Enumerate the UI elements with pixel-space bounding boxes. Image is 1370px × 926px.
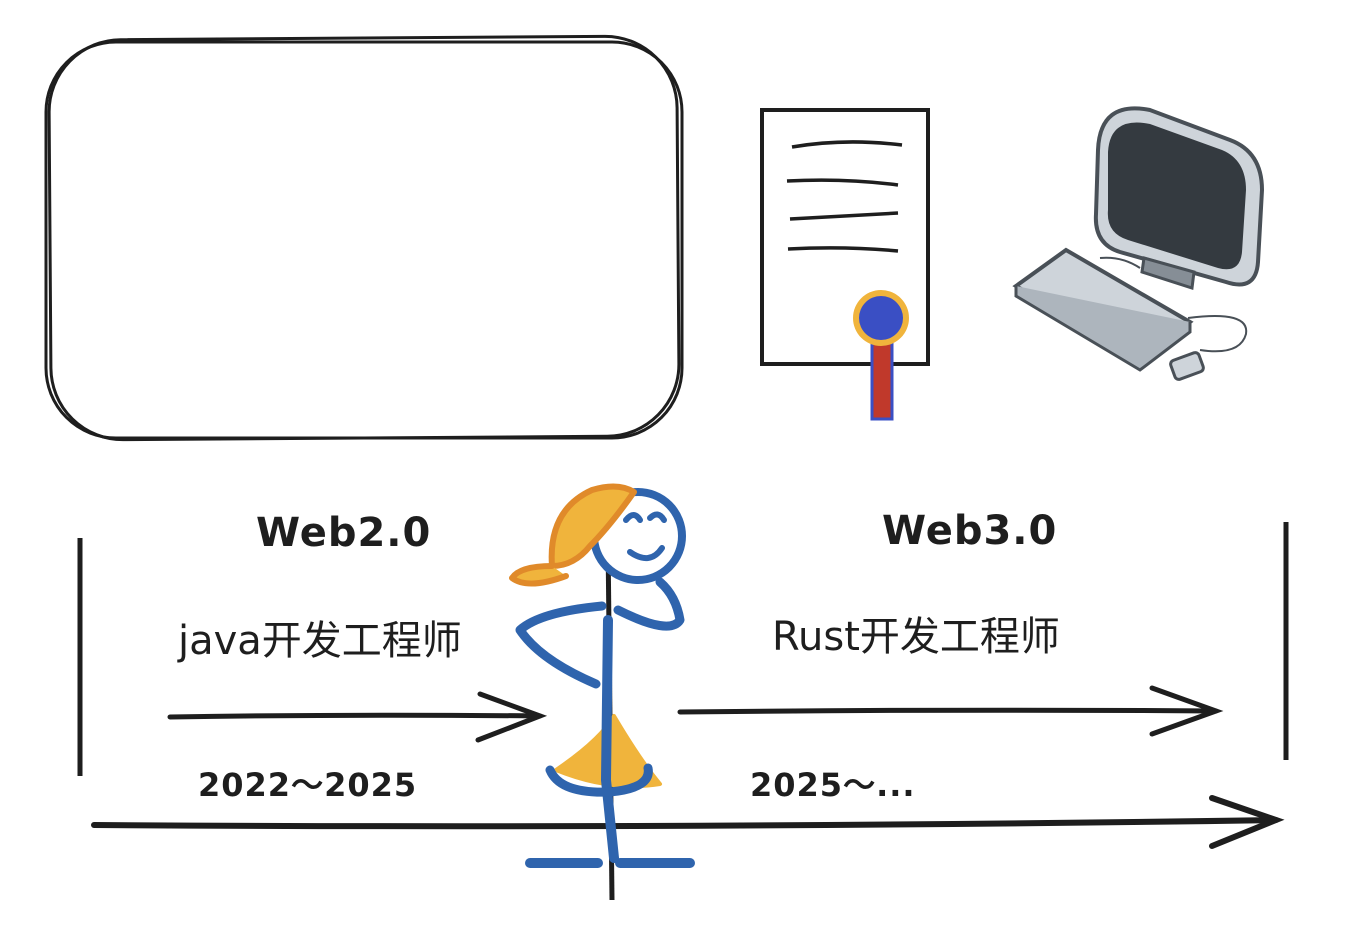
person-figure [509,483,695,868]
web3-role: Rust开发工程师 [772,614,1060,660]
empty-frame [44,34,684,442]
computer-icon [1012,106,1265,381]
web2-arrow [167,691,548,743]
web2-title: Web2.0 [256,510,432,556]
web3-arrow [677,685,1224,737]
web3-years: 2025～... [750,766,916,804]
timeline-arrow [91,795,1285,849]
certificate-icon [760,108,930,421]
web2-years: 2022～2025 [198,766,418,804]
web3-title: Web3.0 [882,508,1058,554]
web2-role: java开发工程师 [178,618,462,664]
